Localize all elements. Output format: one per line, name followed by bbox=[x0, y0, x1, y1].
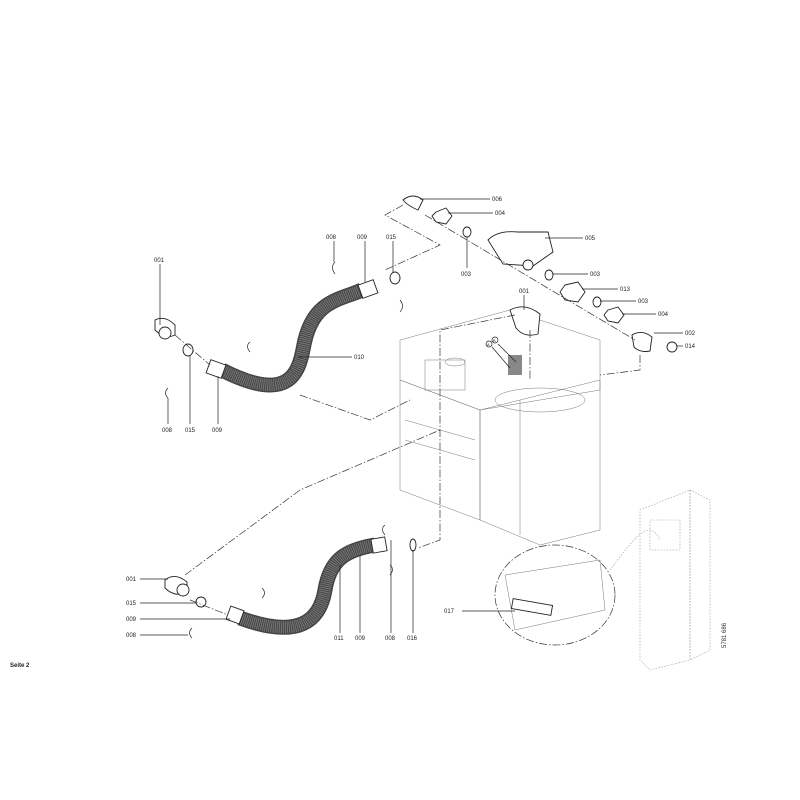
label-009-upper-left: 009 bbox=[212, 428, 223, 434]
label-016: 016 bbox=[407, 636, 418, 642]
lower-hose-011 bbox=[164, 524, 417, 639]
leader-lines bbox=[140, 198, 683, 636]
page-label: Seite 2 bbox=[10, 663, 30, 669]
label-006: 006 bbox=[492, 197, 503, 203]
boiler-unit bbox=[399, 309, 601, 546]
label-009-lower-left: 009 bbox=[126, 617, 137, 623]
label-008-upper-left: 008 bbox=[162, 428, 173, 434]
label-009-lower-right: 009 bbox=[355, 636, 366, 642]
label-001-boiler: 001 bbox=[519, 289, 530, 295]
label-003-top: 003 bbox=[461, 272, 472, 278]
label-003-adapter: 003 bbox=[638, 299, 649, 305]
label-011: 011 bbox=[334, 636, 344, 642]
label-004-top: 004 bbox=[495, 211, 506, 217]
label-001-upper-left: 001 bbox=[154, 258, 165, 264]
label-003-pump: 003 bbox=[590, 272, 601, 278]
label-013: 013 bbox=[620, 287, 631, 293]
label-009-upper-right: 009 bbox=[357, 235, 368, 241]
marker-b: B bbox=[493, 338, 496, 343]
part-labels: 006 004 003 005 003 013 003 004 002 014 … bbox=[126, 197, 696, 642]
label-014: 014 bbox=[685, 344, 696, 350]
label-008-lower-right: 008 bbox=[385, 636, 396, 642]
label-008-upper-right: 008 bbox=[326, 235, 337, 241]
label-015-upper-left: 015 bbox=[185, 428, 196, 434]
label-017: 017 bbox=[444, 609, 455, 615]
label-010: 010 bbox=[354, 355, 365, 361]
marker-a: A bbox=[487, 342, 490, 347]
label-015-lower: 015 bbox=[126, 601, 137, 607]
label-005: 005 bbox=[585, 236, 596, 242]
label-015-upper-right: 015 bbox=[386, 235, 397, 241]
assembly-lines bbox=[174, 204, 641, 616]
label-002: 002 bbox=[685, 331, 696, 337]
document-number: 5781 686 bbox=[722, 622, 728, 648]
pump-assembly bbox=[402, 195, 678, 353]
label-004-lower: 004 bbox=[658, 312, 669, 318]
label-001-lower: 001 bbox=[126, 577, 137, 583]
detail-view bbox=[494, 489, 711, 671]
label-008-lower-left: 008 bbox=[126, 633, 137, 639]
upper-hose-010 bbox=[154, 261, 403, 399]
